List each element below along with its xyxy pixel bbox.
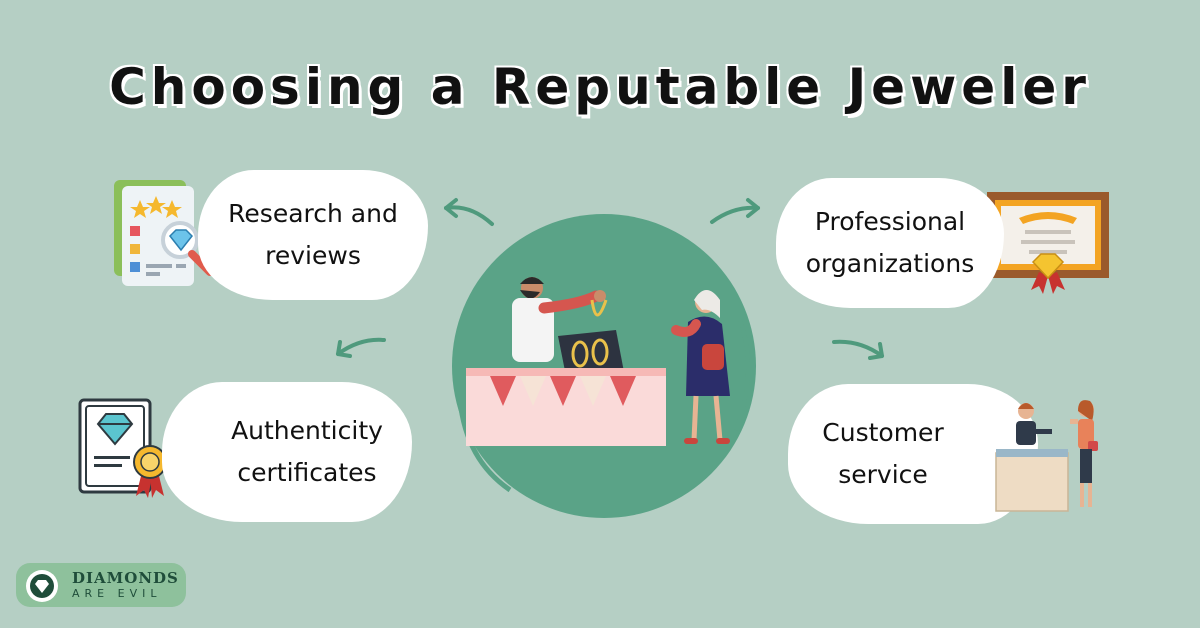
arrow-to-authenticity-icon: [336, 337, 386, 358]
logo-text-diamonds: DIAMONDS: [72, 569, 179, 587]
arrow-to-research-icon: [444, 198, 494, 226]
professional-organizations-card: Professional organizations: [776, 178, 1004, 308]
jewelry-market-stall-illustration: [452, 214, 756, 518]
diamonds-are-evil-logo: DIAMONDS ARE EVIL: [16, 563, 186, 607]
research-and-reviews-card: Research and reviews: [198, 170, 428, 300]
page-title: Choosing a Reputable Jeweler: [109, 58, 1091, 116]
certificate-frame-icon: [987, 192, 1109, 294]
arrow-to-customer-icon: [832, 339, 884, 360]
review-checklist-icon: [114, 180, 214, 286]
logo-text-are-evil: ARE EVIL: [72, 587, 162, 600]
diamond-logo-icon: [26, 570, 58, 602]
diamond-certificate-icon: [78, 398, 167, 498]
arrow-to-professional-icon: [710, 198, 760, 224]
authenticity-certificates-card: Authenticity certificates: [162, 382, 412, 522]
customer-service-illustration: [995, 400, 1098, 512]
